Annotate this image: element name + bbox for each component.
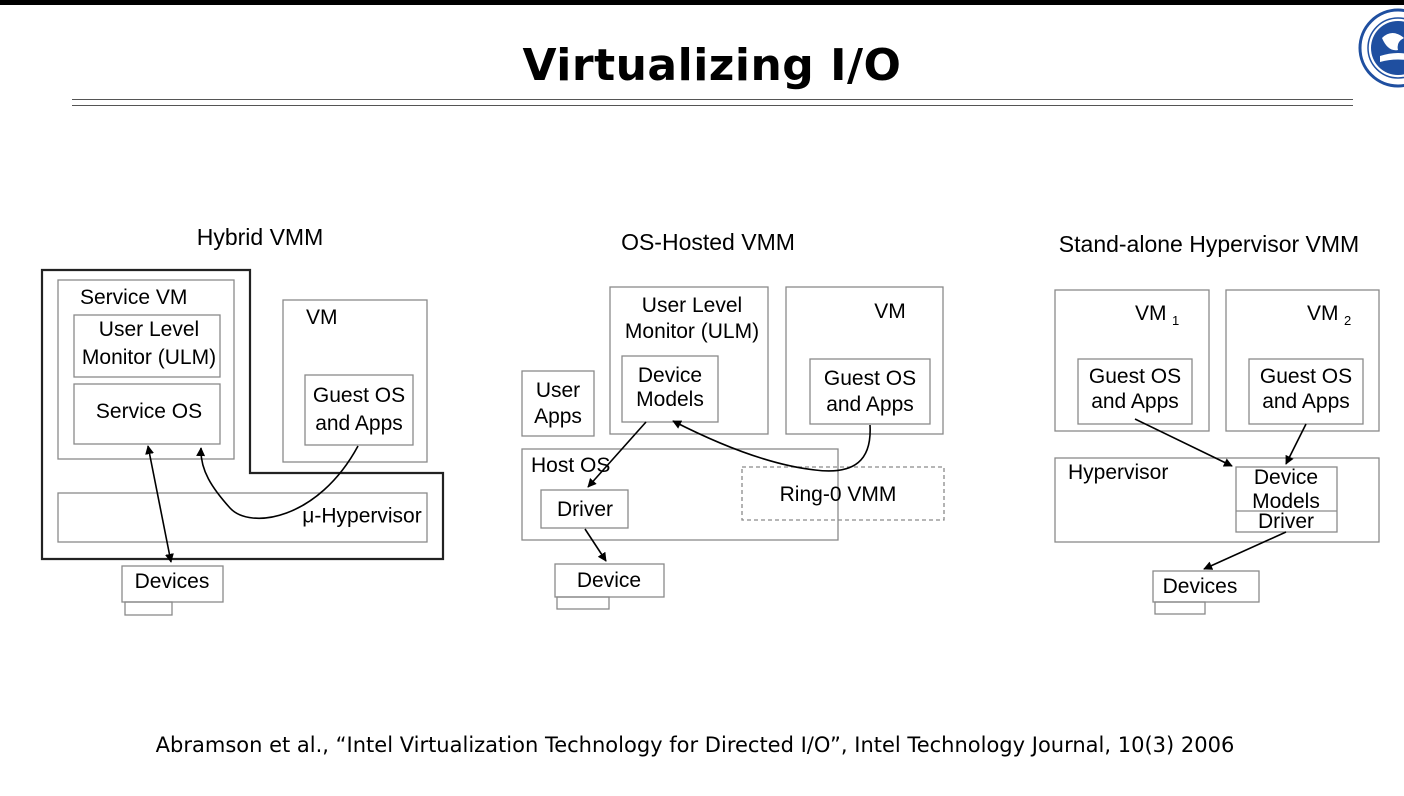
hybrid-ulm-box [73, 314, 221, 378]
hybrid-vm-box [282, 299, 428, 463]
hybrid-guest-service-arrow [196, 445, 359, 520]
hosted-device-models-label-2: Models [636, 388, 704, 411]
hosted-device-models-box [621, 355, 719, 423]
hosted-models-driver-arrow [587, 421, 647, 488]
university-seal-icon [1358, 8, 1404, 88]
hybrid-devices-stand [124, 601, 173, 616]
vm1-hypervisor-arrow [1134, 418, 1233, 467]
ring0-vmm-box [741, 466, 945, 521]
standalone-devices-label: Devices [1163, 575, 1238, 598]
hybrid-service-devices-arrow [145, 445, 174, 563]
user-apps-label-2: Apps [534, 405, 582, 428]
hosted-device-stand [556, 596, 610, 610]
user-apps-box [521, 370, 595, 437]
vm1-label: VM [1135, 302, 1167, 325]
hybrid-outer-frame [40, 268, 445, 561]
vm1-guest-label-1: Guest OS [1089, 365, 1181, 388]
hosted-ulm-label-1: User Level [642, 294, 742, 317]
hosted-guest-label-2: and Apps [826, 393, 914, 416]
user-apps-label-1: User [536, 379, 580, 402]
hybrid-vmm-diagram: Hybrid VMM Service VM User Level Monitor… [40, 224, 445, 616]
hosted-ulm-label-2: Monitor (ULM) [625, 320, 759, 343]
standalone-heading: Stand-alone Hypervisor VMM [1059, 231, 1359, 257]
hosted-guest-box [809, 358, 931, 425]
standalone-device-models-box [1235, 466, 1338, 533]
hosted-vm-label: VM [874, 300, 906, 323]
hosted-guest-models-arrow [672, 420, 871, 472]
hybrid-ulm-label-1: User Level [99, 318, 199, 341]
hosted-driver-label: Driver [557, 498, 613, 521]
standalone-devices-box [1152, 570, 1260, 603]
vm2-guest-label-1: Guest OS [1260, 365, 1352, 388]
hosted-heading: OS-Hosted VMM [621, 229, 795, 255]
hybrid-ulm-label-2: Monitor (ULM) [82, 346, 216, 369]
hosted-device-label: Device [577, 569, 641, 592]
vm1-subscript: 1 [1172, 313, 1179, 328]
vm2-hypervisor-arrow [1285, 423, 1307, 465]
service-os-label: Service OS [96, 400, 202, 423]
hosted-driver-box [540, 489, 629, 529]
standalone-device-models-label-2: Models [1252, 490, 1320, 513]
vm1-guest-box [1077, 358, 1193, 425]
standalone-devices-stand [1154, 601, 1206, 615]
standalone-driver-label: Driver [1258, 510, 1314, 533]
micro-hypervisor-box [57, 492, 428, 543]
service-vm-label: Service VM [80, 286, 187, 309]
ring0-vmm-label: Ring-0 VMM [780, 483, 897, 506]
hybrid-guest-label-1: Guest OS [313, 384, 405, 407]
vm2-guest-label-2: and Apps [1262, 390, 1350, 413]
vm1-box [1054, 289, 1210, 432]
vm2-subscript: 2 [1344, 313, 1351, 328]
os-hosted-vmm-diagram: OS-Hosted VMM User Level Monitor (ULM) D… [521, 229, 945, 610]
top-border [0, 0, 1404, 5]
hosted-device-models-label-1: Device [638, 364, 702, 387]
micro-hypervisor-label: μ-Hypervisor [302, 505, 421, 528]
standalone-hypervisor-diagram: Stand-alone Hypervisor VMM VM 1 VM 2 Gue… [1054, 231, 1380, 615]
hybrid-devices-label: Devices [135, 570, 210, 593]
citation: Abramson et al., “Intel Virtualization T… [155, 733, 1235, 757]
host-os-box [521, 448, 839, 541]
vm2-label: VM [1307, 302, 1339, 325]
driver-devices-arrow [1203, 531, 1287, 570]
hosted-driver-device-arrow [584, 528, 607, 562]
slide-title: Virtualizing I/O [522, 40, 902, 91]
hybrid-guest-box [304, 374, 414, 446]
title-divider [72, 99, 1353, 100]
hybrid-guest-label-2: and Apps [315, 412, 403, 435]
title-divider-secondary [72, 105, 1353, 106]
service-os-box [73, 383, 221, 445]
standalone-device-models-label-1: Device [1254, 466, 1318, 489]
hybrid-vm-label: VM [306, 306, 338, 329]
hybrid-heading: Hybrid VMM [197, 224, 324, 250]
hosted-guest-label-1: Guest OS [824, 367, 916, 390]
hosted-vm-box [785, 286, 944, 435]
standalone-hypervisor-label: Hypervisor [1068, 461, 1168, 484]
vm1-guest-label-2: and Apps [1091, 390, 1179, 413]
host-os-label: Host OS [531, 454, 610, 477]
hosted-ulm-box [609, 286, 769, 435]
